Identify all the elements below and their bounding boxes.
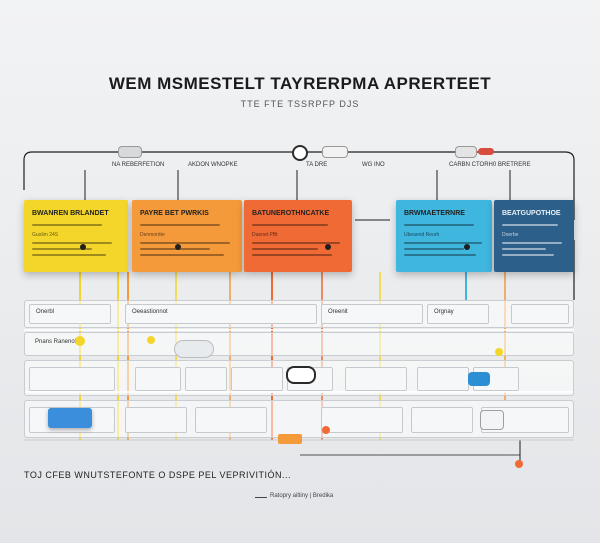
- top-label-3: TA DRE: [306, 162, 328, 168]
- card-title: BATUNEROTHNCATKE: [252, 210, 330, 217]
- top-label-5: CARBN CTORH0 BRETRERE: [449, 162, 531, 168]
- card-title: BEATGUPOTHOE: [502, 210, 561, 217]
- cloud-node: [174, 340, 214, 358]
- layer-cell: Oreenit: [321, 304, 423, 324]
- card-node: [464, 244, 470, 250]
- layer-panel-1: Onerbl Oeeastionnot Oreenit Orgnay: [24, 300, 574, 328]
- diagram-subtitle: TTE FTE TSSRPFP DJS: [240, 99, 360, 109]
- layer-cell: Onerbl: [29, 304, 111, 324]
- hub-node: [292, 145, 308, 161]
- credit-dash: [255, 497, 267, 498]
- card-label: Guolim 24S: [32, 232, 59, 238]
- layer-cell: [185, 367, 227, 391]
- layer-panel-4: [24, 400, 574, 438]
- gateway-device: [455, 146, 477, 158]
- top-label-2: AKDON WNOPKE: [188, 162, 238, 168]
- layer-cell: [417, 367, 469, 391]
- card-yellow: BWANREN BRLANDET Guolim 24S: [24, 200, 128, 272]
- layer-cell: [195, 407, 267, 433]
- layer-cell: [411, 407, 473, 433]
- layer-cell: [511, 304, 569, 324]
- card-title: BRWMAETERNRE: [404, 210, 465, 217]
- card-navy: BEATGUPOTHOE Doerbe: [494, 200, 574, 272]
- layer-cell: [29, 367, 115, 391]
- blue-device: [468, 372, 490, 386]
- layer-cell: Oeeastionnot: [125, 304, 317, 324]
- card-label: Duenet PBt: [252, 232, 278, 238]
- card-label: Ubeaend Reurh: [404, 232, 440, 238]
- diagram-title: WEM MSMESTELT TAYRERPMA APRERTEET: [108, 74, 492, 93]
- top-label-1: NA REBERFETION: [112, 162, 165, 168]
- card-title: BWANREN BRLANDET: [32, 210, 109, 217]
- card-orange: PAYRE BET PWRKIS Denmorder: [132, 200, 242, 272]
- card-blue: BRWMAETERNRE Ubeaend Reurh: [396, 200, 492, 272]
- red-node: [515, 460, 523, 468]
- layer-panel-2: Pnans Ranenol: [24, 332, 574, 356]
- layer-cell: [345, 367, 407, 391]
- layer-cell: [125, 407, 187, 433]
- card-label: Doerbe: [502, 232, 519, 238]
- top-label-4: WG INO: [362, 162, 385, 168]
- layer-cell: Pnans Ranenol: [35, 339, 77, 345]
- layer-cell: [231, 367, 283, 391]
- credit-text: Ratopry ailtiny | Bredika: [270, 493, 334, 499]
- gateway-status-led: [478, 148, 494, 155]
- card-node: [325, 244, 331, 250]
- footer-caption: TOJ CFEB WNUTSTEFONTE O DSPE PEL VEPRIVI…: [24, 470, 292, 480]
- server-device: [48, 408, 92, 428]
- storage-node: [286, 366, 316, 384]
- yellow-node: [75, 336, 85, 346]
- layer-cell: [135, 367, 181, 391]
- card-label: Denmorder: [140, 232, 166, 238]
- card-node: [80, 244, 86, 250]
- switch-device: [322, 146, 348, 158]
- card-title: PAYRE BET PWRKIS: [140, 210, 209, 217]
- orange-connector: [278, 434, 302, 444]
- yellow-node: [147, 336, 155, 344]
- layer-cell: Orgnay: [427, 304, 489, 324]
- yellow-node: [495, 348, 503, 356]
- card-node: [175, 244, 181, 250]
- card-red: BATUNEROTHNCATKE Duenet PBt: [244, 200, 352, 272]
- printer-device: [480, 410, 504, 430]
- layer-cell: [321, 407, 403, 433]
- router-device: [118, 146, 142, 158]
- red-node: [322, 426, 330, 434]
